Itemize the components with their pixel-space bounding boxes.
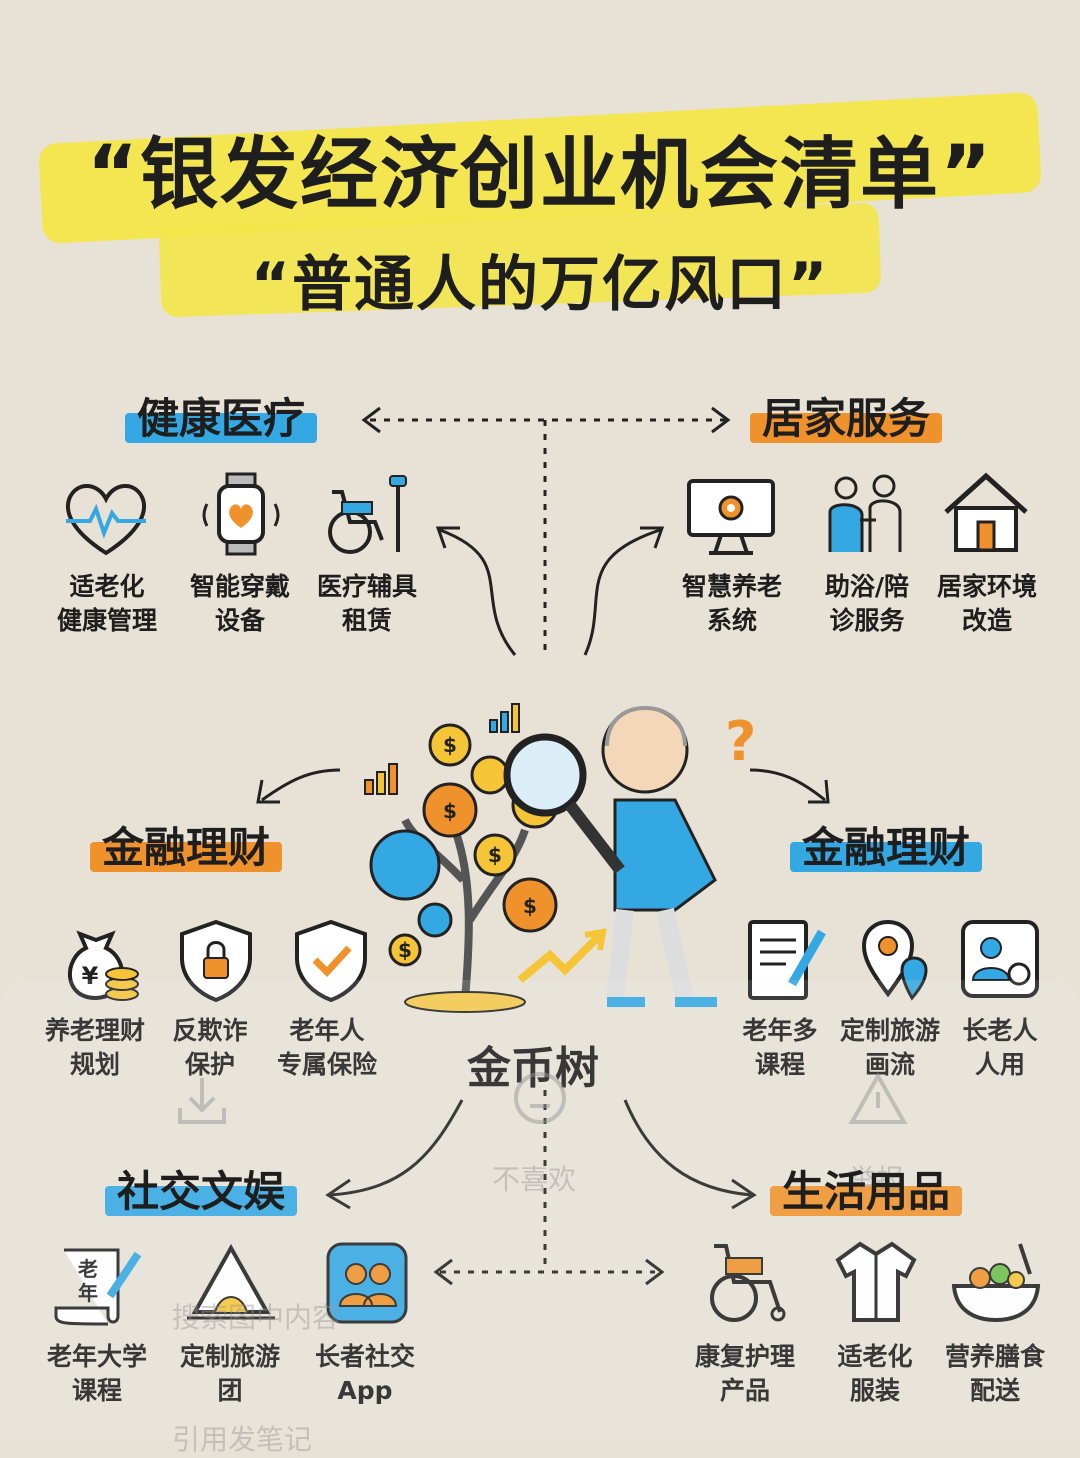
svg-text:$: $ — [398, 938, 412, 962]
finance-left-item-3: 老年人专属保险 — [276, 1016, 377, 1079]
search-image-button[interactable]: 搜索图中内容 — [172, 1301, 341, 1334]
finance-left-item-2: 反欺诈保护 — [172, 1016, 248, 1079]
svg-text:$: $ — [443, 799, 457, 823]
shield-check-icon — [295, 919, 367, 1003]
report-icon[interactable] — [848, 1070, 908, 1130]
page-subtitle: “普通人的万亿风口” — [250, 250, 830, 320]
category-social-title: 社交文娱 — [105, 1166, 298, 1218]
home-item-2: 助浴/陪诊服务 — [824, 572, 910, 635]
map-pin-icon — [861, 919, 928, 1001]
social-item-2: 定制旅游团 — [179, 1342, 280, 1405]
tent-icon — [187, 1243, 275, 1320]
life-item-2: 适老化服装 — [837, 1342, 913, 1405]
shield-lock-icon — [180, 919, 252, 1003]
document-pen-icon — [748, 920, 826, 1000]
home-item-3: 居家环境改造 — [936, 572, 1037, 635]
finance-left-item-1: 养老理财规划 — [44, 1016, 145, 1079]
life-item-1: 康复护理产品 — [694, 1342, 795, 1405]
svg-text:$: $ — [488, 843, 502, 867]
svg-text:老: 老 — [78, 1257, 98, 1281]
life-item-3: 营养膳食配送 — [944, 1342, 1045, 1405]
svg-text:$: $ — [443, 733, 457, 757]
action-sheet-overlay — [0, 980, 1080, 1440]
smartwatch-icon — [202, 472, 280, 556]
monitor-gear-icon — [687, 479, 775, 555]
money-tree-illustration: $$$ $$$ ? — [364, 703, 756, 1013]
report-button[interactable]: 举报 — [848, 1163, 905, 1196]
finance-right-item-1: 老年多课程 — [742, 1016, 818, 1079]
people-app-icon — [326, 1242, 408, 1324]
health-item-2: 智能穿戴设备 — [189, 572, 290, 635]
dislike-button[interactable]: 不喜欢 — [492, 1163, 577, 1196]
house-icon — [944, 472, 1028, 552]
shirt-icon — [835, 1241, 917, 1322]
wheelchair-icon — [328, 475, 407, 554]
dislike-icon[interactable] — [510, 1068, 570, 1128]
social-item-1: 老年大学课程 — [46, 1342, 147, 1405]
food-bowl-icon — [951, 1243, 1041, 1323]
health-item-3: 医疗辅具租赁 — [316, 572, 417, 635]
svg-text:¥: ¥ — [82, 962, 99, 990]
svg-text:$: $ — [523, 894, 537, 918]
caregiver-icon — [828, 474, 902, 552]
category-finance-right-title: 金融理财 — [790, 822, 983, 874]
category-home-title: 居家服务 — [750, 393, 943, 445]
heart-pulse-icon — [65, 484, 147, 556]
quote-note-button[interactable]: 引用发笔记 — [172, 1423, 313, 1456]
svg-text:?: ? — [725, 710, 756, 773]
svg-text:年: 年 — [78, 1281, 98, 1305]
home-item-1: 智慧养老系统 — [681, 572, 782, 635]
finance-right-item-3: 长老人人用 — [962, 1016, 1038, 1079]
finance-right-item-2: 定制旅游画流 — [839, 1016, 940, 1079]
category-life-title: 生活用品 — [770, 1166, 963, 1218]
health-item-1: 适老化健康管理 — [56, 572, 157, 635]
save-icon[interactable] — [172, 1072, 232, 1132]
center-label: 金币树 — [467, 1043, 599, 1094]
user-gear-icon — [961, 920, 1039, 998]
page-title: “银发经济创业机会清单” — [86, 130, 994, 220]
money-bag-icon: ¥ — [68, 930, 139, 1001]
scroll-icon: 老 年 — [54, 1248, 142, 1326]
rehab-wheelchair-icon — [710, 1244, 786, 1322]
category-finance-left-title: 金融理财 — [90, 822, 283, 874]
category-health-title: 健康医疗 — [125, 393, 318, 445]
